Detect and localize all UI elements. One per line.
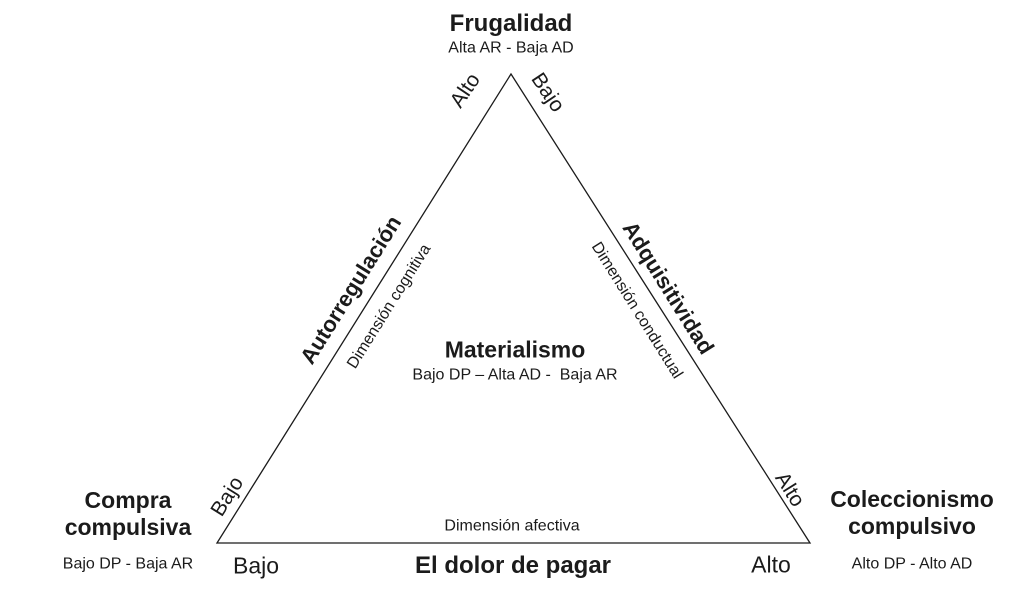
bottom-right-vertex-subtitle: Alto DP - Alto AD — [851, 555, 973, 573]
center-title: Materialismo — [444, 336, 586, 363]
bottom-axis-low-scale-label: Bajo — [232, 552, 280, 579]
top-vertex-title: Frugalidad — [449, 9, 573, 37]
bottom-right-vertex-title: Coleccionismo compulsivo — [830, 485, 994, 539]
bottom-axis-title: El dolor de pagar — [414, 551, 612, 579]
bottom-left-vertex-subtitle: Bajo DP - Baja AR — [62, 555, 194, 573]
bottom-axis-high-scale-label: Alto — [751, 551, 791, 578]
bottom-left-vertex-title: Compra compulsiva — [64, 486, 192, 540]
bottom-axis-dimension-label: Dimensión afectiva — [444, 517, 580, 535]
top-vertex-subtitle: Alta AR - Baja AD — [448, 39, 574, 57]
center-subtitle: Bajo DP – Alta AD - Baja AR — [412, 366, 618, 384]
